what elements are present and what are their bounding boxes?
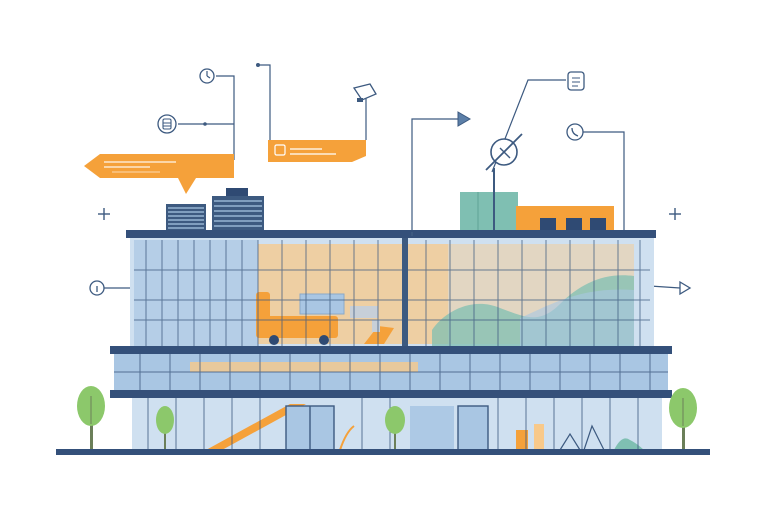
database-icon bbox=[157, 114, 177, 134]
document-icon bbox=[567, 71, 585, 91]
tree bbox=[77, 386, 105, 450]
camera-icon bbox=[352, 83, 377, 102]
clock-icon bbox=[199, 68, 215, 84]
orange-sofa bbox=[256, 292, 338, 345]
connector-dot bbox=[203, 122, 207, 126]
satellite-dish-icon bbox=[485, 133, 523, 232]
tree bbox=[669, 388, 697, 450]
rooftop-hvac-unit bbox=[212, 188, 264, 232]
rooftop-hvac-unit bbox=[166, 204, 206, 232]
navigation-arrow-icon bbox=[679, 280, 692, 296]
tree bbox=[385, 406, 405, 450]
message-banner bbox=[268, 140, 366, 162]
building-upper-floor bbox=[130, 236, 654, 348]
structural-column bbox=[402, 236, 408, 348]
rooftop-orange-panel bbox=[516, 206, 614, 232]
floor-slab bbox=[110, 346, 672, 354]
sparkle-icon bbox=[98, 208, 110, 220]
tree bbox=[156, 406, 174, 450]
chat-bubble-icon bbox=[84, 154, 234, 194]
rooftop-teal-box bbox=[460, 192, 518, 232]
phone-icon bbox=[566, 123, 584, 141]
info-icon bbox=[89, 280, 105, 296]
upper-window-mullions bbox=[134, 240, 650, 348]
ground-line bbox=[56, 449, 710, 455]
floor-slab bbox=[110, 390, 672, 398]
roof-slab bbox=[126, 230, 656, 238]
building-middle-floor bbox=[114, 354, 668, 390]
orange-chair bbox=[364, 320, 394, 344]
connector-dot bbox=[256, 63, 260, 67]
navigation-arrow-icon bbox=[457, 111, 471, 127]
sparkle-icon bbox=[669, 208, 681, 220]
desk bbox=[299, 293, 378, 318]
entrance-door bbox=[457, 405, 489, 451]
